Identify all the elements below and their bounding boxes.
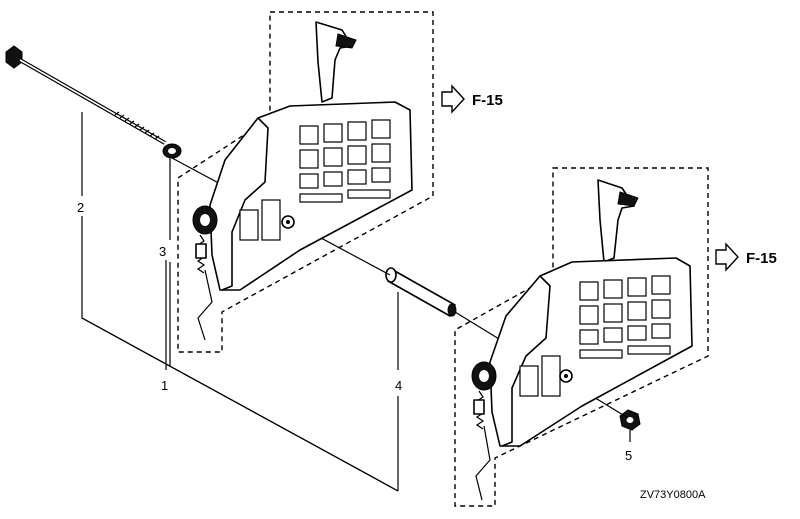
- callout-2: 2: [77, 200, 84, 215]
- page-ref-lower-label: F-15: [746, 250, 777, 267]
- callout-5: 5: [625, 448, 632, 463]
- washer[interactable]: [162, 143, 182, 159]
- leader-lines: [81, 112, 631, 492]
- callout-4: 4: [395, 378, 402, 393]
- nut[interactable]: [619, 409, 641, 431]
- page-ref-upper-label: F-15: [472, 92, 503, 109]
- callout-1: 1: [161, 378, 168, 393]
- collar-spacer[interactable]: [385, 267, 457, 317]
- page-ref-upper[interactable]: F-15: [441, 84, 503, 114]
- callout-3: 3: [159, 244, 166, 259]
- lower-grill: [519, 275, 671, 397]
- long-bolt[interactable]: [5, 45, 166, 145]
- arrow-right-icon: [715, 242, 739, 272]
- callouts: 1 2 3 4 5: [74, 196, 632, 463]
- arrow-right-icon: [441, 84, 465, 114]
- upper-control-box[interactable]: [177, 11, 434, 353]
- lower-control-box[interactable]: [454, 167, 709, 507]
- upper-grill: [239, 119, 391, 241]
- page-ref-lower[interactable]: F-15: [715, 242, 777, 272]
- figure-reference-code: ZV73Y0800A: [640, 489, 706, 501]
